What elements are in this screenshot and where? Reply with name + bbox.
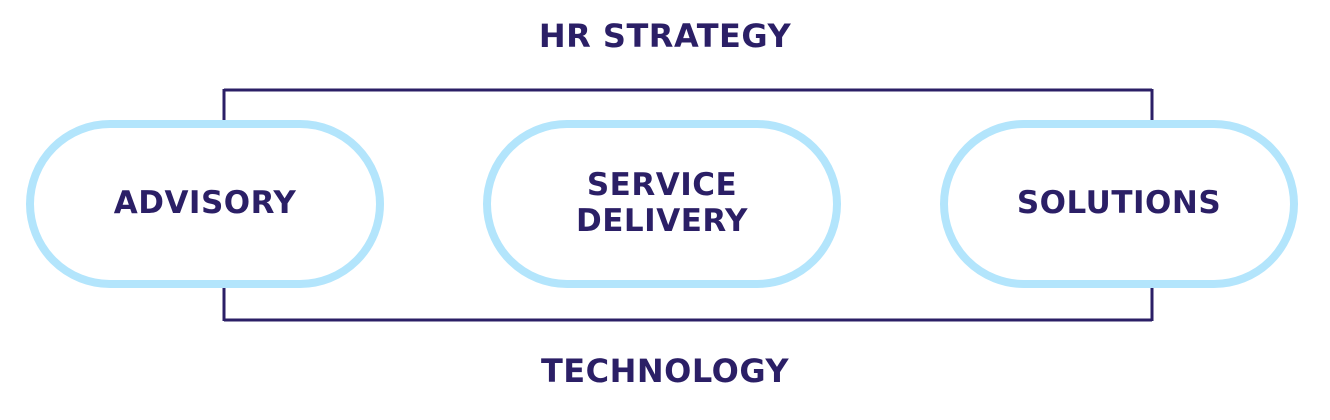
bottom-label: TECHNOLOGY bbox=[540, 352, 790, 390]
node-service-delivery-label: SERVICE DELIVERY bbox=[576, 167, 748, 239]
node-solutions-label: SOLUTIONS bbox=[1016, 185, 1222, 222]
top-label: HR STRATEGY bbox=[538, 17, 792, 55]
node-service-delivery: SERVICE DELIVERY bbox=[483, 120, 841, 288]
node-advisory: ADVISORY bbox=[26, 120, 384, 288]
node-advisory-label: ADVISORY bbox=[113, 185, 297, 222]
node-solutions: SOLUTIONS bbox=[940, 120, 1298, 288]
